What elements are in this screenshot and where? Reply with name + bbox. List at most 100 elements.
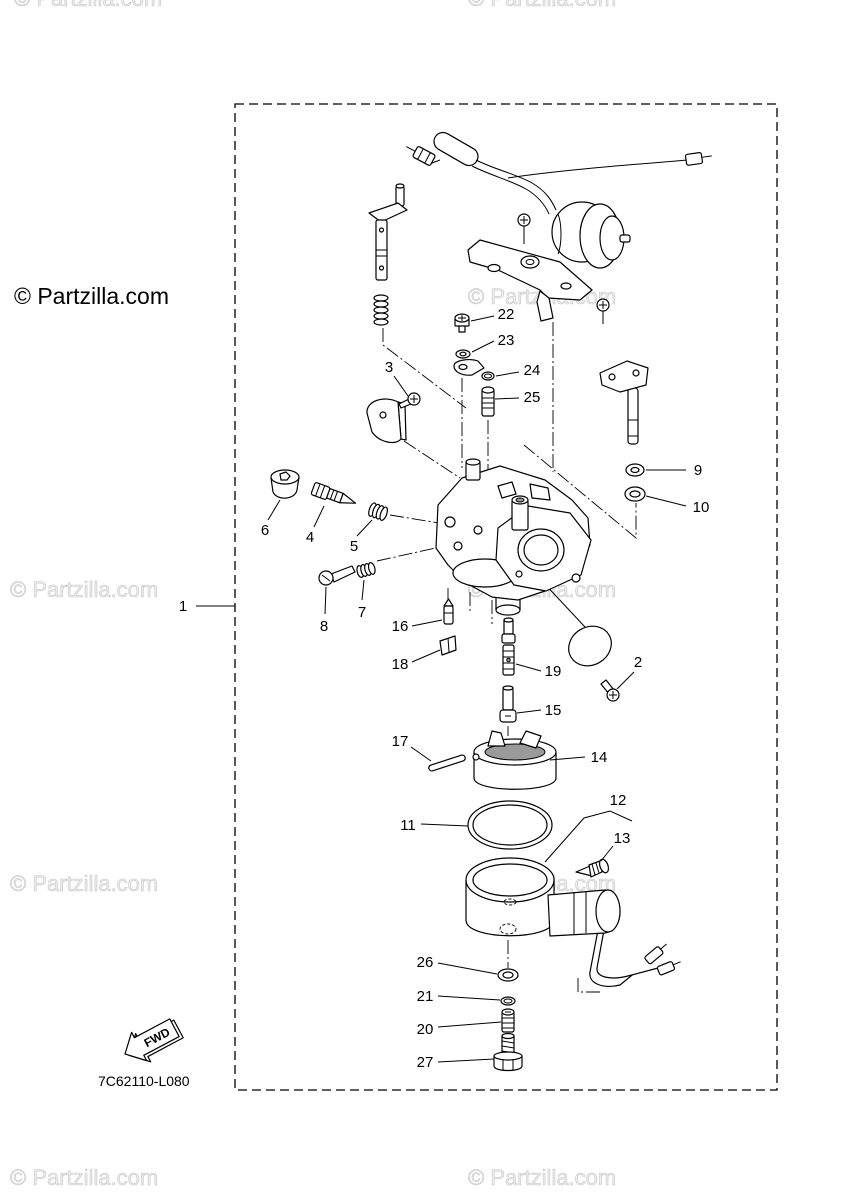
callout-number: 22 — [498, 306, 515, 323]
assembly-boundary — [234, 103, 778, 1091]
callout-16: 16 — [392, 618, 443, 635]
callout-25: 25 — [494, 389, 541, 406]
washer-26 — [497, 968, 519, 982]
float-bowl-12 — [465, 857, 659, 987]
throttle-valve-2 — [568, 625, 612, 667]
o-ring-24 — [481, 371, 495, 381]
choke-lever — [368, 183, 408, 281]
bowl-wire-connectors — [644, 943, 681, 976]
callout-22: 22 — [470, 306, 515, 323]
callout-4: 4 — [306, 505, 325, 546]
callout-6: 6 — [261, 499, 281, 539]
washer-23 — [455, 349, 471, 359]
solenoid-wires — [471, 159, 689, 215]
bracket-screw-top — [517, 213, 531, 244]
watermark: © Partzilla.com — [14, 0, 162, 11]
jet-16 — [443, 598, 454, 625]
washer-9 — [625, 463, 645, 477]
callout-19: 19 — [515, 663, 562, 680]
idle-needle-4 — [310, 482, 357, 504]
callout-number: 12 — [610, 792, 627, 809]
callout-number: 14 — [591, 749, 608, 766]
callout-number: 1 — [179, 598, 187, 615]
callout-number: 6 — [261, 522, 269, 539]
callout-8: 8 — [320, 586, 328, 635]
callout-number: 3 — [385, 359, 393, 376]
bracket-screw-right — [596, 298, 610, 324]
screw-3 — [398, 392, 421, 409]
callout-number: 23 — [498, 332, 515, 349]
choke-lever-spring — [373, 294, 389, 326]
screw-22 — [454, 313, 470, 333]
solenoid-connector-right — [684, 152, 712, 166]
solenoid-bracket — [467, 239, 593, 322]
callout-27: 27 — [417, 1054, 495, 1071]
callout-13: 13 — [600, 830, 631, 862]
callout-17: 17 — [392, 733, 432, 762]
callout-7: 7 — [358, 579, 366, 621]
copyright-notice: © Partzilla.com — [14, 283, 169, 309]
gasket-11 — [467, 800, 553, 850]
callout-number: 9 — [694, 462, 702, 479]
retainer-plate — [453, 359, 485, 376]
callouts: 1 2 3 4 5 6 7 8 9 10 11 12 13 14 15 16 1… — [179, 306, 710, 1071]
choke-solenoid-assembly — [406, 131, 712, 324]
solenoid-wire-sleeve — [433, 131, 479, 167]
callout-number: 27 — [417, 1054, 434, 1071]
float-14 — [472, 730, 557, 790]
callout-26: 26 — [417, 954, 498, 975]
callout-14: 14 — [549, 749, 608, 766]
spring-5 — [368, 502, 388, 521]
callout-12: 12 — [544, 792, 633, 863]
callout-24: 24 — [495, 362, 541, 379]
callout-2: 2 — [616, 654, 642, 690]
callout-number: 8 — [320, 618, 328, 635]
throttle-shaft — [599, 360, 649, 445]
callout-number: 24 — [524, 362, 541, 379]
callout-number: 17 — [392, 733, 409, 750]
callout-number: 16 — [392, 618, 409, 635]
callout-number: 15 — [545, 702, 562, 719]
callout-number: 25 — [524, 389, 541, 406]
callout-1: 1 — [179, 598, 235, 615]
o-ring-21 — [500, 996, 516, 1006]
callout-15: 15 — [516, 702, 562, 719]
main-jet-15 — [499, 685, 517, 723]
solenoid-connector-left — [406, 146, 436, 166]
watermark: © Partzilla.com — [10, 1165, 158, 1190]
screw-2 — [600, 679, 620, 702]
diagram-code: 7C62110-L080 — [98, 1073, 190, 1089]
carburetor-body — [435, 458, 592, 616]
spring-7 — [356, 561, 376, 579]
washer-10 — [624, 486, 646, 502]
callout-23: 23 — [471, 332, 515, 353]
screw-8 — [318, 565, 356, 586]
callout-5: 5 — [350, 519, 373, 555]
emulsion-tube-19 — [501, 617, 516, 676]
callout-10: 10 — [645, 495, 709, 516]
callout-number: 20 — [417, 1021, 434, 1038]
callout-number: 13 — [614, 830, 631, 847]
callout-number: 2 — [634, 654, 642, 671]
callout-9: 9 — [646, 462, 702, 479]
callout-number: 21 — [417, 988, 434, 1005]
callout-18: 18 — [392, 649, 441, 673]
callout-number: 26 — [417, 954, 434, 971]
watermark: © Partzilla.com — [10, 871, 158, 896]
callout-number: 7 — [358, 604, 366, 621]
callout-20: 20 — [417, 1021, 502, 1038]
callout-number: 5 — [350, 538, 358, 555]
choke-solenoid-body — [551, 201, 631, 269]
callout-number: 4 — [306, 529, 314, 546]
pilot-jet-25 — [481, 386, 495, 417]
callout-number: 19 — [545, 663, 562, 680]
watermark: © Partzilla.com — [468, 1165, 616, 1190]
watermark: © Partzilla.com — [468, 0, 616, 11]
drain-bolt-27 — [493, 1032, 523, 1072]
cap-6 — [270, 469, 300, 499]
callout-11: 11 — [400, 817, 469, 834]
float-pin-17 — [428, 754, 466, 772]
screw-13 — [575, 858, 610, 878]
jet-20 — [501, 1008, 515, 1033]
